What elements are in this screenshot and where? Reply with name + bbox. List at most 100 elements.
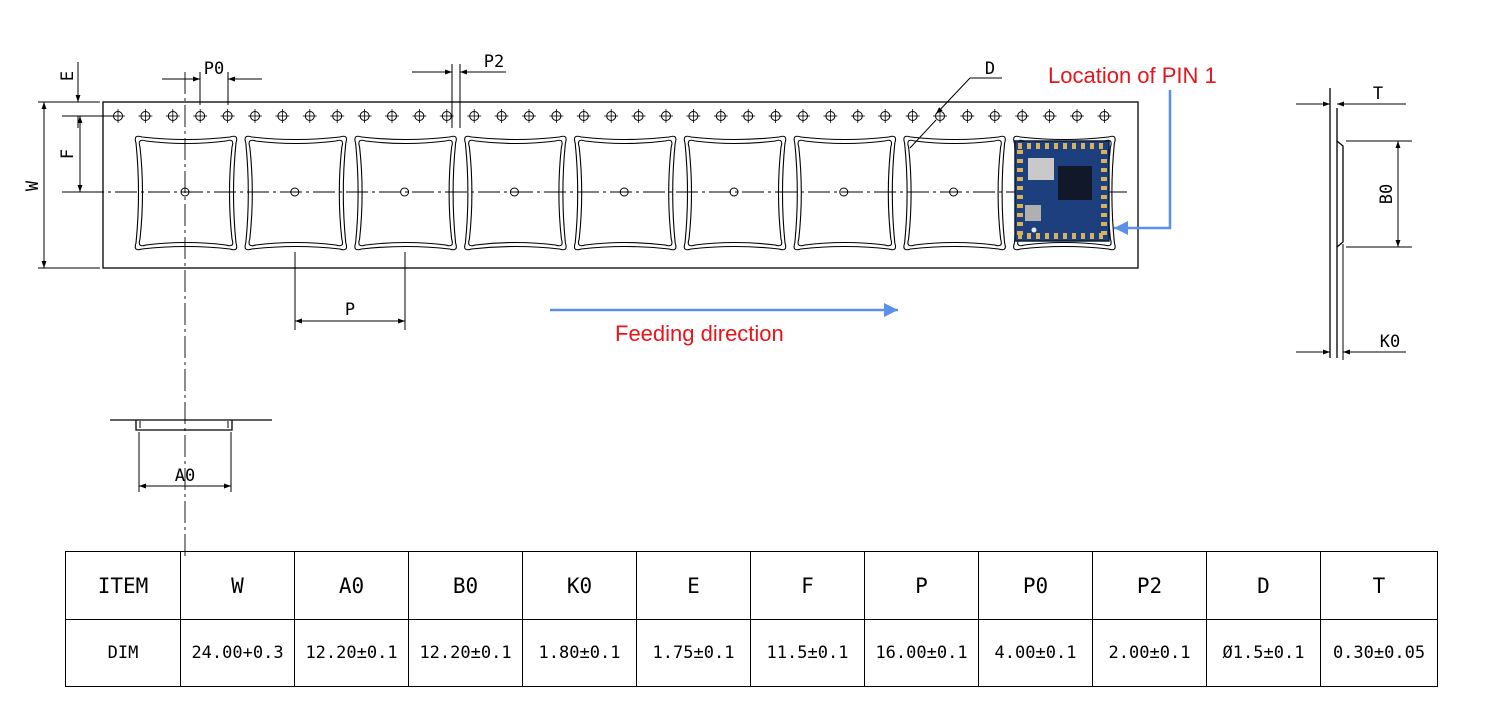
table-cell: T <box>1320 551 1438 620</box>
label-F: F <box>58 149 78 159</box>
sprocket-hole <box>412 109 427 123</box>
pocket <box>244 135 348 251</box>
label-P: P <box>345 300 355 320</box>
label-B0: B0 <box>1377 184 1397 204</box>
table-cell: 24.00+0.3 <box>180 619 295 687</box>
sprocket-hole <box>987 109 1002 123</box>
pocket <box>793 135 897 251</box>
sprocket-hole <box>357 109 372 123</box>
label-P2: P2 <box>484 52 504 72</box>
sprocket-hole <box>549 109 564 123</box>
sprocket-hole <box>768 109 783 123</box>
label-E: E <box>58 71 78 81</box>
pocket <box>573 135 677 251</box>
dim-P2: P2 <box>412 52 506 128</box>
sprocket-hole <box>220 109 235 123</box>
label-W: W <box>23 180 43 191</box>
label-T: T <box>1373 84 1383 104</box>
sprocket-hole <box>741 109 756 123</box>
dim-T: T <box>1296 84 1406 107</box>
sprocket-hole <box>522 109 536 123</box>
sprocket-hole <box>1097 109 1112 123</box>
pocket <box>683 135 787 251</box>
sprocket-hole <box>138 109 153 123</box>
sprocket-hole <box>193 109 208 123</box>
dim-D: D <box>909 59 1002 149</box>
sprocket-hole <box>467 109 482 123</box>
sprocket-hole <box>494 109 509 123</box>
dim-E: E <box>58 62 120 128</box>
sprocket-hole <box>385 109 399 123</box>
dim-P: P <box>294 252 406 330</box>
table-cell: Ø1.5±0.1 <box>1206 619 1321 687</box>
label-D: D <box>985 59 995 79</box>
sprocket-hole <box>439 109 454 123</box>
table-cell: 2.00±0.1 <box>1092 619 1207 687</box>
sprocket-hole <box>905 109 920 123</box>
dim-A0: A0 <box>110 419 272 492</box>
pocket <box>354 135 457 251</box>
dim-K0: K0 <box>1296 244 1406 360</box>
label-P0: P0 <box>204 59 224 79</box>
sprocket-hole <box>330 109 345 123</box>
pocket-row <box>134 135 1116 251</box>
table-cell: 1.75±0.1 <box>636 619 751 687</box>
table-cell: K0 <box>522 551 637 620</box>
pocket <box>464 135 567 251</box>
sprocket-hole <box>850 109 865 123</box>
sprocket-hole <box>248 109 262 123</box>
sprocket-hole <box>576 109 591 123</box>
table-cell: 16.00±0.1 <box>864 619 979 687</box>
pin1-annotation: Location of PIN 1 <box>1048 63 1217 235</box>
pocket <box>903 135 1006 251</box>
table-cell: 0.30±0.05 <box>1320 619 1438 687</box>
table-cell: F <box>750 551 865 620</box>
label-A0: A0 <box>175 466 195 486</box>
sprocket-hole <box>823 109 838 123</box>
table-cell: DIM <box>65 619 181 687</box>
table-cell: A0 <box>294 551 409 620</box>
sprocket-hole <box>960 109 975 123</box>
sprocket-hole <box>713 109 728 123</box>
table-cell: 11.5±0.1 <box>750 619 865 687</box>
dim-F: F <box>58 116 100 193</box>
table-header-row: ITEM W A0 B0 K0 E F P P0 P2 D T <box>65 551 1438 620</box>
table-cell: P0 <box>978 551 1093 620</box>
dim-B0: B0 <box>1346 140 1412 248</box>
feeding-direction: Feeding direction <box>550 303 898 346</box>
feeding-direction-label: Feeding direction <box>615 321 784 346</box>
sprocket-hole <box>1015 109 1030 123</box>
table-cell: 12.20±0.1 <box>294 619 409 687</box>
sprocket-hole <box>165 109 180 123</box>
table-cell: P2 <box>1092 551 1207 620</box>
sprocket-hole <box>604 109 619 123</box>
sprocket-hole <box>1042 109 1057 123</box>
dimension-table: ITEM W A0 B0 K0 E F P P0 P2 D T DIM 24.0… <box>65 551 1438 687</box>
carrier-tape-outline <box>102 101 1139 269</box>
table-cell: W <box>180 551 295 620</box>
sprocket-hole <box>631 109 646 123</box>
sprocket-hole <box>1070 109 1084 123</box>
table-cell: 4.00±0.1 <box>978 619 1093 687</box>
table-cell: ITEM <box>65 551 181 620</box>
sprocket-hole <box>878 109 893 123</box>
table-value-row: DIM 24.00+0.3 12.20±0.1 12.20±0.1 1.80±0… <box>65 619 1438 687</box>
table-cell: 1.80±0.1 <box>522 619 637 687</box>
sprocket-hole <box>302 109 317 123</box>
table-cell: E <box>636 551 751 620</box>
pin1-label: Location of PIN 1 <box>1048 63 1217 88</box>
table-cell: B0 <box>408 551 523 620</box>
sprocket-hole <box>796 109 810 123</box>
label-K0: K0 <box>1380 332 1400 352</box>
pocket <box>134 135 238 251</box>
sprocket-hole-row <box>111 109 1112 123</box>
sprocket-hole <box>275 109 290 123</box>
module-pcb <box>1014 140 1110 242</box>
side-section <box>1329 88 1344 358</box>
dim-P0: P0 <box>162 59 262 105</box>
dim-W: W <box>23 101 100 269</box>
sprocket-hole <box>659 109 673 123</box>
sprocket-hole <box>686 109 701 123</box>
table-cell: 12.20±0.1 <box>408 619 523 687</box>
